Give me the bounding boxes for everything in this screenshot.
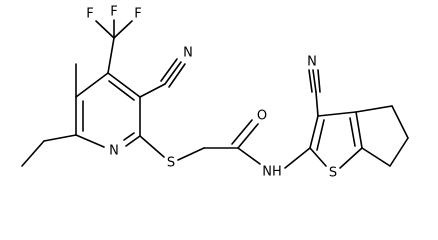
pyridine-ring (75, 72, 141, 148)
bond-c2-c3-inner (316, 119, 325, 151)
bond-n-thiophene (284, 147, 311, 169)
structure-diagram: F F F N N S O NH N S (21, 4, 409, 181)
bond-c5-c6 (389, 137, 409, 167)
nitrile-group-right (308, 69, 321, 117)
molecule-drawing: F F F N N S O NH N S (21, 5, 409, 181)
bond-c3-cn (139, 83, 166, 98)
nitrile-group-left (139, 58, 186, 98)
bond-s-ch2 (177, 147, 205, 161)
bond-cn2-triple-3 (308, 69, 313, 93)
bond-c2-n1 (125, 135, 141, 147)
bond-cf3-f3 (113, 20, 133, 39)
bond-c4-c3-inner (108, 80, 135, 101)
atom-f1: F (86, 7, 93, 22)
bond-c2-c3 (309, 115, 319, 149)
bond-c6a-s (339, 147, 363, 169)
amide-group (231, 119, 311, 169)
bond-ethyl-1 (43, 134, 77, 142)
atom-n-cyano-top: N (183, 46, 193, 61)
atom-n-pyridine: N (109, 144, 119, 159)
atom-o-carbonyl: O (257, 109, 267, 124)
bond-c3-c3a (317, 111, 357, 117)
bond-ethyl-2 (21, 140, 45, 167)
bond-c3a-c6a (355, 111, 363, 149)
bond-cn2-triple-2 (317, 69, 321, 93)
bond-cn2-triple-1 (312, 69, 317, 93)
bond-c4-c5 (391, 105, 409, 139)
atom-f2: F (110, 5, 117, 20)
atom-f3: F (134, 7, 141, 22)
bond-c4-c3 (107, 72, 141, 98)
atom-s-thiophene: S (329, 166, 337, 181)
trifluoromethyl-group (95, 19, 133, 74)
bond-ring-cf3 (107, 37, 115, 74)
bond-c-o-1 (237, 123, 259, 149)
bond-c3-cn2 (315, 91, 319, 117)
bond-n1-c6 (75, 134, 105, 148)
thiophene-ring (309, 111, 363, 169)
atom-s-thioether: S (167, 156, 175, 171)
bond-cf3-f1 (95, 20, 115, 39)
bond-c5-c4 (75, 72, 109, 98)
bond-c2-s (139, 135, 165, 158)
bond-s-c2 (309, 147, 327, 167)
bond-c3a-c4 (355, 105, 393, 113)
bond-cn-triple-1 (164, 61, 182, 85)
atom-n-cyano-right: N (307, 55, 317, 70)
ethyl-group (21, 134, 77, 167)
bond-c-o-2 (231, 119, 253, 145)
bond-cn-triple-3 (160, 58, 178, 82)
bond-c6-c6a (361, 147, 391, 167)
atom-nh-amide: NH (262, 165, 282, 180)
cyclopentane-ring (355, 105, 409, 167)
bond-c-n (237, 147, 261, 165)
bond-c3a-c6a-inner (349, 117, 356, 147)
bond-c2-n1-inner (123, 132, 135, 141)
bond-cn-triple-2 (168, 63, 186, 88)
thioether-linker (139, 135, 239, 161)
